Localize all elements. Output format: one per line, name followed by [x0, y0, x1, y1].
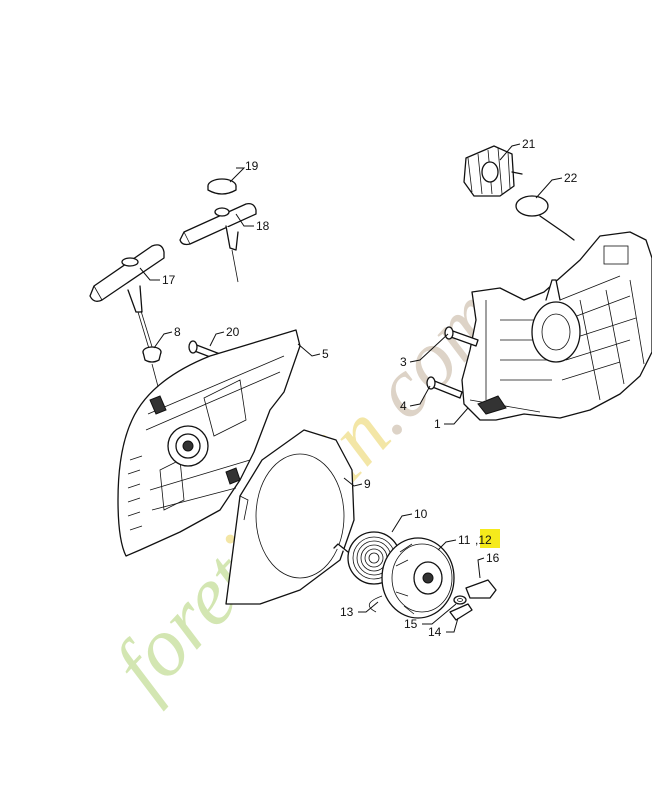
label-9: 9 — [364, 477, 371, 491]
part-16-pawl — [465, 579, 497, 599]
leader-20 — [209, 331, 225, 347]
part-18-handle — [179, 202, 257, 283]
label-3: 3 — [400, 355, 407, 369]
leader-14 — [446, 617, 459, 633]
leader-3 — [409, 333, 449, 363]
leader-16 — [477, 557, 485, 579]
leader-19 — [229, 167, 246, 183]
label-17: 17 — [162, 273, 176, 287]
highlight-part-12 — [480, 529, 500, 548]
label-10: 10 — [414, 507, 428, 521]
part-labels: 19 18 17 8 20 5 9 10 11 ,12 16 13 15 14 … — [162, 137, 578, 639]
part-3-screw — [444, 326, 479, 347]
leader-21 — [499, 143, 521, 161]
leader-8 — [153, 331, 173, 349]
part-19-cap — [207, 178, 237, 195]
label-20: 20 — [226, 325, 240, 339]
leader-18 — [235, 213, 254, 227]
label-11: 11 — [458, 533, 471, 547]
label-5: 5 — [322, 347, 329, 361]
leader-11 — [437, 539, 457, 551]
part-11-rope-rotor — [368, 537, 455, 619]
part-14-clip — [449, 603, 473, 621]
label-8: 8 — [174, 325, 181, 339]
part-21-oil-pump — [463, 145, 523, 197]
label-12: ,12 — [475, 533, 492, 547]
leader-17 — [139, 267, 160, 281]
part-17-handle — [89, 244, 165, 353]
part-15-washer — [453, 595, 467, 605]
label-14: 14 — [428, 625, 442, 639]
label-16: 16 — [486, 551, 500, 565]
part-4-screw — [426, 376, 463, 399]
leader-15 — [422, 603, 457, 625]
part-9-cover-plate — [225, 429, 355, 605]
leader-10 — [391, 513, 413, 533]
label-18: 18 — [256, 219, 270, 233]
leader-5 — [297, 343, 321, 357]
label-19: 19 — [245, 159, 259, 173]
leader-9 — [343, 477, 363, 487]
leader-1 — [444, 407, 469, 425]
leader-lines — [139, 143, 563, 633]
label-22: 22 — [564, 171, 578, 185]
label-1: 1 — [434, 417, 441, 431]
leader-22 — [535, 177, 563, 199]
part-5-fan-housing — [117, 329, 301, 557]
label-4: 4 — [400, 399, 407, 413]
leader-4 — [409, 385, 431, 407]
part-8-grommet — [142, 346, 162, 395]
part-22-oil-pickup — [515, 195, 575, 241]
leader-13 — [358, 601, 379, 613]
part-1-crankcase — [461, 231, 652, 421]
label-13: 13 — [340, 605, 354, 619]
label-15: 15 — [404, 617, 418, 631]
label-21: 21 — [522, 137, 536, 151]
